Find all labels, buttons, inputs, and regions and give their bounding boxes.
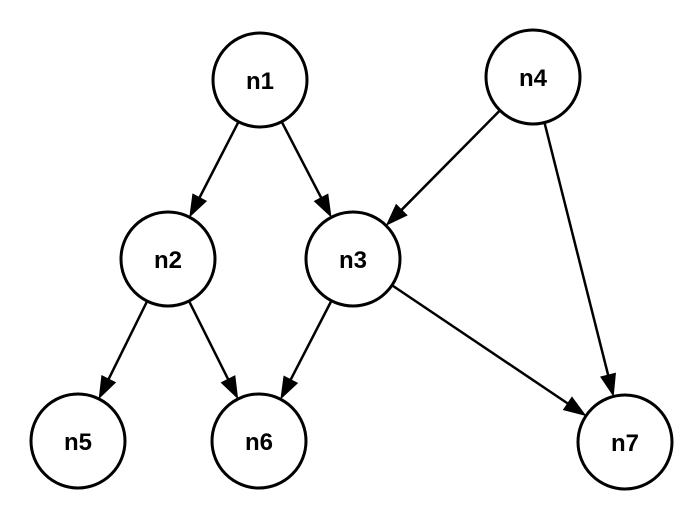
node-label-n1: n1 [246,68,274,95]
node-circle-n1 [211,31,309,129]
edge-line [198,121,240,199]
edge-line [107,300,149,380]
arrowhead-icon [313,193,332,218]
node-label-n4: n4 [519,65,548,92]
node-n2: n2 [119,210,217,308]
arrowhead-icon [562,396,587,417]
node-circle-n3 [304,210,402,308]
node-label-n5: n5 [64,429,92,456]
node-label-n2: n2 [154,247,182,274]
arrowhead-icon [220,375,239,400]
edge-line [289,300,333,381]
node-circle-n6 [210,392,308,490]
node-circle-n2 [119,210,217,308]
node-n5: n5 [29,392,127,490]
edge-n1-to-n3 [280,121,332,218]
edge-line [543,122,610,376]
node-n3: n3 [304,210,402,308]
edge-n3-to-n7 [391,284,587,417]
node-circle-n4 [484,28,582,126]
edge-n4-to-n3 [385,109,501,226]
edge-n2-to-n5 [98,300,149,400]
arrowhead-icon [98,375,117,400]
node-label-n3: n3 [339,247,367,274]
node-circle-n5 [29,392,127,490]
arrowhead-icon [189,193,208,218]
arrowhead-icon [600,372,616,397]
edge-line [400,109,501,211]
node-n7: n7 [576,393,674,491]
edge-line [391,284,569,405]
edge-n2-to-n6 [187,300,239,400]
edge-line [280,121,323,199]
edge-n4-to-n7 [543,122,616,397]
node-label-n6: n6 [245,429,273,456]
arrowhead-icon [280,375,299,400]
node-n1: n1 [211,31,309,129]
node-n4: n4 [484,28,582,126]
arrowhead-icon [385,203,408,226]
node-n6: n6 [210,392,308,490]
edge-n3-to-n6 [280,300,333,400]
node-label-n7: n7 [611,430,639,457]
edge-n1-to-n2 [189,121,240,218]
edge-line [187,300,230,380]
node-circle-n7 [576,393,674,491]
